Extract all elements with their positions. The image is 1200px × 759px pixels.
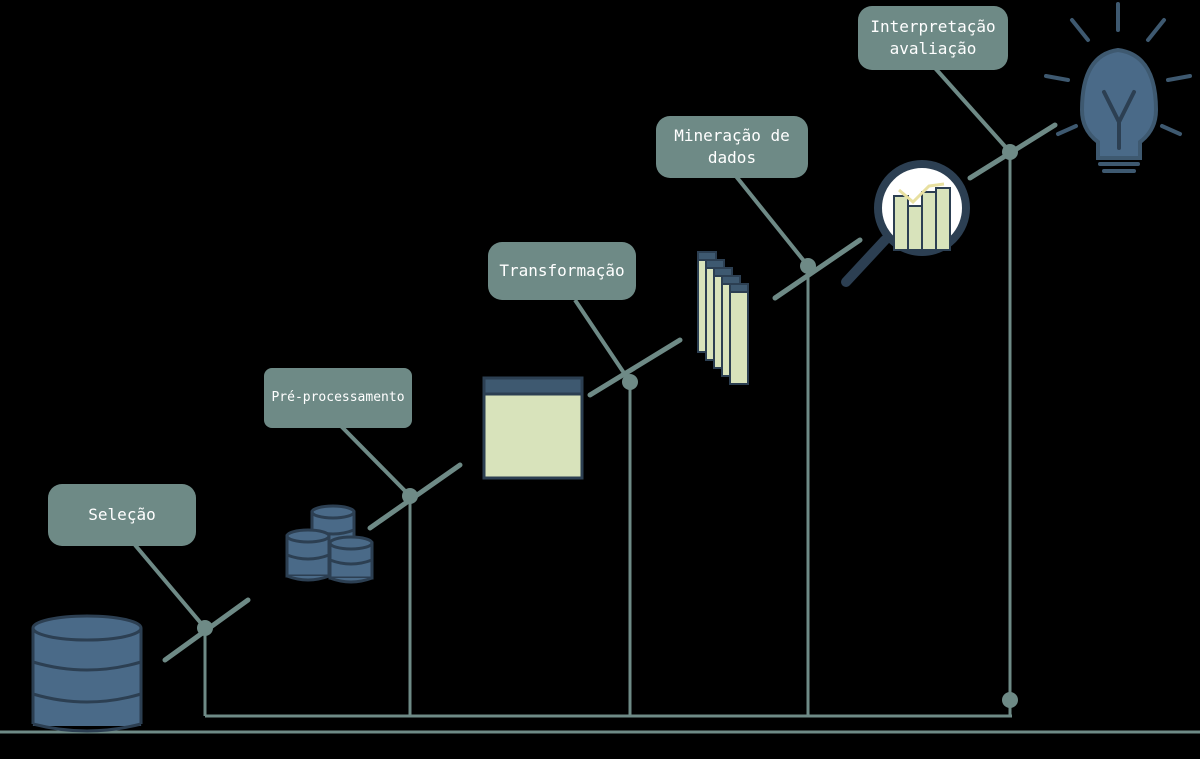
bubble-transformacao: Transformação (488, 242, 636, 300)
target-data-icon (285, 504, 374, 584)
bubble-label-transformacao: Transformação (499, 261, 625, 280)
magnifier-chart-icon (841, 160, 970, 287)
step-arrow-3 (587, 337, 683, 398)
bubble-label-mineracao-de-dados: Mineração de dados (674, 126, 790, 167)
bubble-label-pre-processamento: Pré-processamento (271, 390, 405, 405)
junction-dots (197, 144, 1018, 708)
step-arrow-4 (772, 237, 863, 301)
database-icon (31, 614, 143, 733)
stacked-documents-icon (697, 251, 749, 385)
bubble-label-interpretacao-avaliacao: Interpretação avaliação (870, 17, 996, 58)
bubble-interpretacao-avaliacao: Interpretação avaliação (858, 6, 1008, 70)
bubble-mineracao-de-dados: Mineração de dados (656, 116, 808, 178)
bubble-pre-processamento: Pré-processamento (264, 368, 412, 428)
document-icon (482, 376, 584, 480)
pointer-lines (133, 66, 1012, 630)
stair-verticals (203, 155, 1012, 716)
bubble-selecao: Seleção (48, 484, 196, 546)
bubble-label-selecao: Seleção (88, 505, 156, 524)
lightbulb-icon (1044, 2, 1192, 173)
